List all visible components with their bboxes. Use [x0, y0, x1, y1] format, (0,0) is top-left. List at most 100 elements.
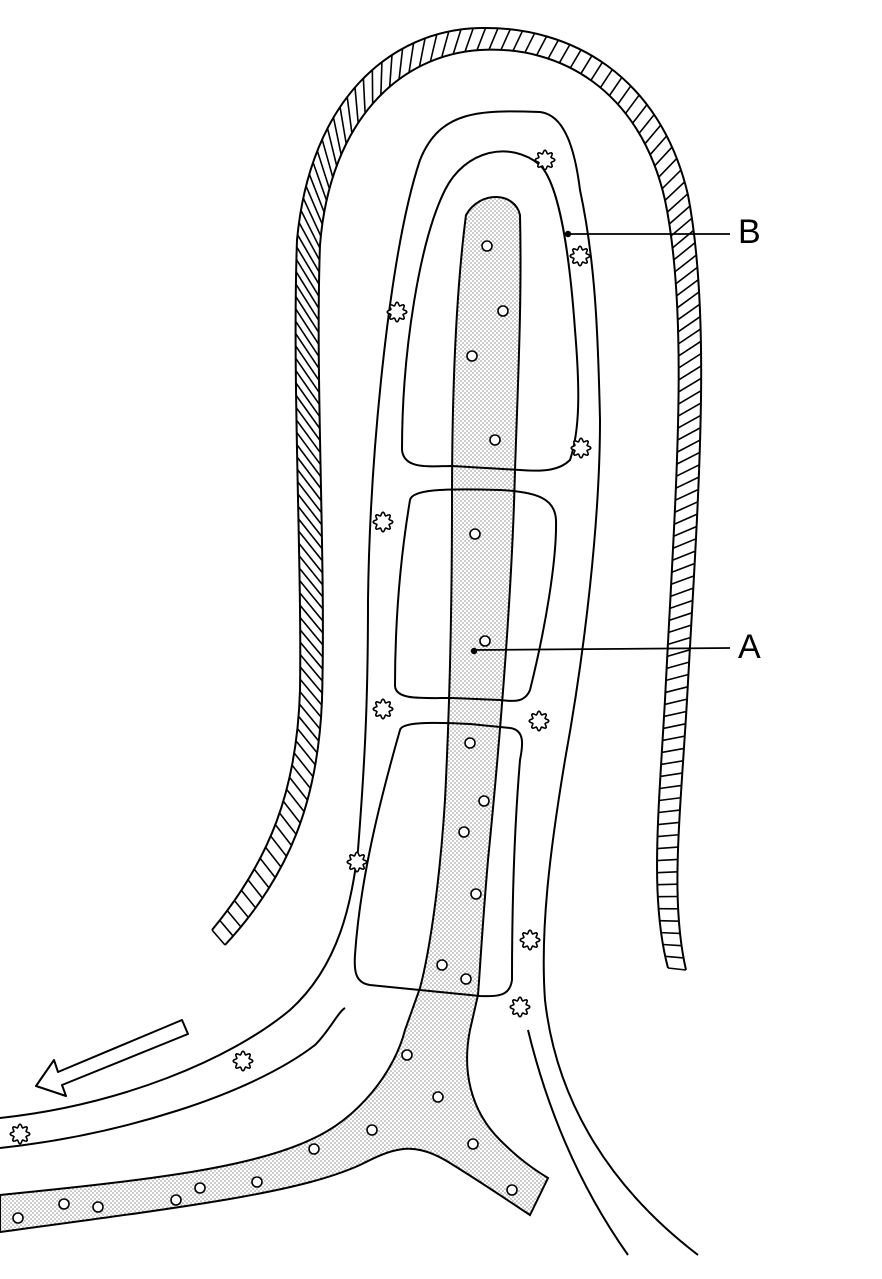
label-b-marker	[564, 230, 572, 238]
epithelial-cell-divider	[658, 157, 678, 178]
particle-icon	[308, 1143, 320, 1155]
epithelial-cell-divider	[558, 44, 571, 64]
epithelial-cell-divider	[676, 451, 701, 465]
epithelial-cell-divider	[608, 77, 623, 97]
epithelial-cell-divider	[659, 784, 682, 790]
epithelial-cell-divider	[299, 654, 324, 682]
blood-cell-icon	[534, 149, 556, 171]
epithelial-cell-divider	[226, 910, 242, 928]
blood-cell-icon	[346, 851, 368, 873]
epithelial-cell-divider	[295, 407, 321, 441]
epithelial-cell-divider	[240, 889, 257, 909]
epithelial-cell-divider	[300, 209, 321, 249]
epithelial-cell-divider	[398, 48, 404, 80]
epithelial-cell-divider	[265, 846, 282, 868]
epithelial-cell-divider	[665, 955, 684, 959]
epithelial-cell-divider	[278, 812, 297, 835]
epithelial-cell-divider	[675, 266, 698, 285]
epithelial-cell-divider	[678, 365, 702, 381]
epithelial-cell-divider	[346, 96, 353, 134]
epithelial-cell-divider	[677, 427, 701, 441]
epithelial-cell-divider	[661, 169, 682, 190]
lacteal-particles	[12, 240, 518, 1224]
epithelial-cell-divider	[298, 222, 321, 261]
label-a-leader	[473, 647, 731, 651]
epithelial-cell-divider	[380, 62, 383, 95]
epithelial-cell-divider	[657, 821, 680, 826]
epithelial-cell-divider	[299, 641, 324, 670]
epithelial-cell-divider	[362, 78, 366, 114]
epithelial-cell-divider	[677, 315, 701, 333]
flow-arrow-icon	[35, 1019, 189, 1097]
epithelial-cell-divider	[293, 752, 314, 778]
epithelial-cell-divider	[294, 308, 320, 345]
epithelial-cell-divider	[302, 197, 322, 237]
epithelial-cell-divider	[299, 604, 324, 634]
blood-cell-icon	[9, 1123, 31, 1145]
epithelial-cell-divider	[296, 444, 322, 478]
blood-cell-icon	[372, 511, 394, 533]
epithelial-cell-divider	[677, 414, 702, 429]
epithelial-cell-divider	[299, 617, 324, 646]
epithelial-cell-divider	[296, 728, 318, 754]
epithelial-cell-divider	[676, 278, 699, 297]
epithelial-cell-divider	[657, 883, 678, 886]
epithelial-cell-divider	[295, 382, 321, 417]
epithelial-cell-divider	[660, 759, 684, 766]
particle-icon	[489, 434, 501, 446]
epithelial-cell-divider	[259, 857, 276, 879]
epithelial-cell-divider	[305, 185, 324, 225]
epithelial-cell-divider	[664, 698, 688, 706]
epithelial-cell-divider	[632, 104, 648, 124]
epithelial-cell-divider	[211, 929, 226, 946]
epithelial-cell-divider	[297, 715, 320, 742]
epithelial-cell-divider	[675, 488, 699, 501]
epithelial-cell-divider	[295, 283, 320, 321]
epithelial-cell-divider	[617, 85, 632, 105]
epithelial-cell-divider	[296, 246, 320, 285]
epithelial-cell-divider	[294, 333, 320, 369]
particle-icon	[58, 1198, 70, 1210]
capillary-outer-branch	[0, 1007, 346, 1149]
epithelial-cell-divider	[660, 931, 681, 935]
epithelial-cell-divider	[476, 27, 487, 51]
epithelial-cell-divider	[663, 723, 686, 730]
epithelial-cell-divider	[298, 567, 324, 598]
epithelial-cell-divider	[339, 106, 348, 144]
epithelial-cell-divider	[677, 328, 702, 345]
blood-cell-icon	[372, 698, 394, 720]
particle-icon	[366, 1124, 378, 1136]
epithelial-cell-divider	[676, 291, 700, 309]
particle-icon	[481, 240, 493, 252]
epithelial-cell-divider	[666, 661, 690, 670]
epithelial-cell-divider	[316, 150, 331, 190]
epithelial-cell-divider	[295, 295, 320, 333]
epithelial-cell-divider	[291, 764, 312, 789]
epithelial-cell-divider	[569, 49, 582, 69]
epithelial-cell-divider	[294, 345, 320, 381]
epithelial-cell-divider	[678, 377, 702, 393]
epithelial-cell-divider	[671, 562, 695, 574]
particle-icon	[467, 1138, 479, 1150]
epithelial-cell-divider	[464, 28, 475, 52]
particle-icon	[466, 350, 478, 362]
epithelial-cell-divider	[488, 27, 499, 50]
particle-icon	[479, 635, 491, 647]
epithelial-cell-divider	[308, 173, 325, 213]
epithelial-cell-divider	[295, 357, 320, 393]
particle-icon	[470, 888, 482, 900]
lacteal-channel	[0, 196, 550, 1234]
epithelial-cell-divider	[299, 691, 322, 718]
epithelial-cell-divider	[673, 242, 696, 261]
epithelium-outer-line	[211, 26, 703, 971]
epithelial-cell-divider	[666, 193, 689, 213]
epithelial-cell-divider	[418, 38, 426, 67]
particle-icon	[460, 973, 472, 985]
epithelial-cell-divider	[674, 501, 699, 513]
epithelial-cell-divider	[295, 258, 320, 297]
capillary-outer-right-branch	[527, 1029, 629, 1256]
epithelial-cell-divider	[678, 390, 702, 405]
epithelial-cell-divider	[672, 538, 697, 550]
epithelial-cell-divider	[296, 456, 322, 490]
